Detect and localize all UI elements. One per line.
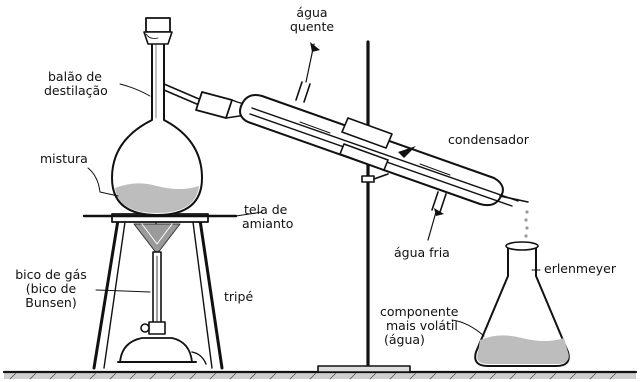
label-balao-line1: balão de bbox=[44, 70, 108, 84]
label-componente-line2: mais volátil bbox=[378, 319, 458, 333]
label-bico-line3: Bunsen) bbox=[6, 296, 96, 310]
label-balao-line2: destilação bbox=[44, 84, 108, 98]
bunsen-burner bbox=[118, 252, 206, 364]
label-balao: balão de destilação bbox=[44, 70, 108, 98]
label-bico-line2: (bico de bbox=[6, 282, 96, 296]
label-componente-line3: (água) bbox=[378, 333, 458, 347]
label-mistura: mistura bbox=[40, 152, 88, 166]
label-componente-line1: componente bbox=[378, 305, 458, 319]
label-tripe: tripé bbox=[224, 290, 253, 304]
flame bbox=[134, 224, 180, 252]
label-tela-line1: tela de bbox=[242, 203, 293, 217]
label-tela-line2: amianto bbox=[242, 217, 293, 231]
label-componente: componente mais volátil (água) bbox=[378, 305, 458, 347]
label-agua-quente-line1: água bbox=[282, 6, 342, 20]
bench bbox=[4, 372, 636, 379]
label-erlenmeyer: erlenmeyer bbox=[544, 262, 616, 276]
label-tela: tela de amianto bbox=[242, 203, 293, 231]
label-agua-fria: água fria bbox=[394, 246, 450, 260]
label-bico: bico de gás (bico de Bunsen) bbox=[6, 268, 96, 310]
label-condensador: condensador bbox=[448, 133, 529, 147]
label-agua-quente-line2: quente bbox=[282, 20, 342, 34]
label-agua-quente: água quente bbox=[282, 6, 342, 34]
label-bico-line1: bico de gás bbox=[6, 268, 96, 282]
distillation-flask bbox=[112, 18, 206, 215]
